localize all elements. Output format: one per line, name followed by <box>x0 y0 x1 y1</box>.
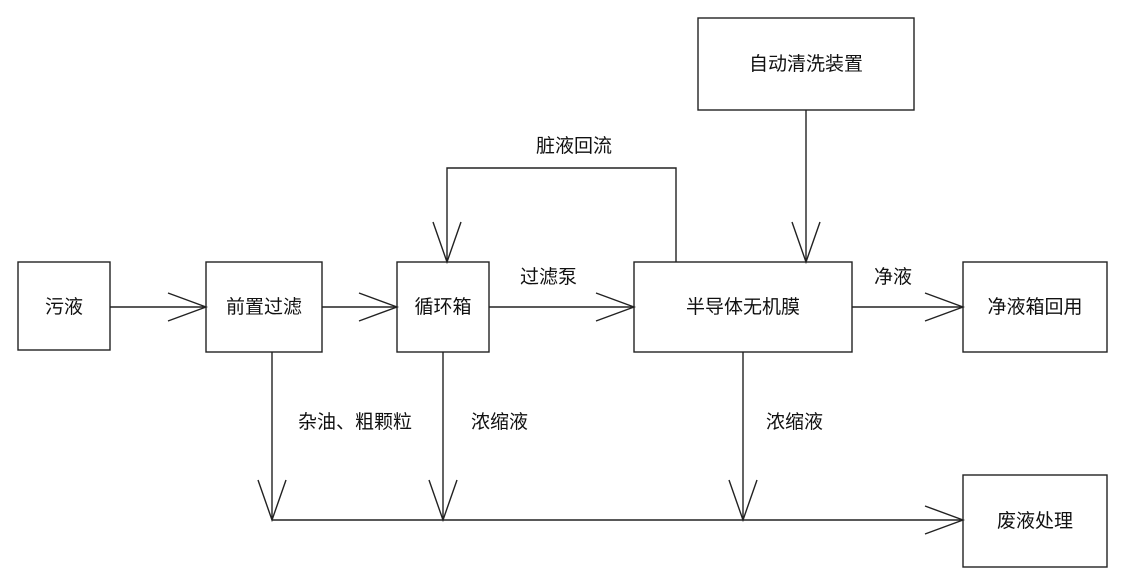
label-concentrate-2: 浓缩液 <box>766 411 823 433</box>
arrow-prefilter-to-circulation-tank <box>322 292 400 322</box>
node-sewage: 污液 <box>17 261 111 351</box>
node-sewage-label: 污液 <box>45 296 83 318</box>
node-auto-clean-label: 自动清洗装置 <box>749 53 863 75</box>
arrow-dirty-return <box>432 167 677 265</box>
node-waste-treatment-label: 废液处理 <box>997 510 1073 532</box>
node-prefilter-label: 前置过滤 <box>226 296 302 318</box>
arrow-to-waste-treatment <box>272 505 966 535</box>
arrow-prefilter-down <box>257 352 287 523</box>
label-dirty-return: 脏液回流 <box>536 135 612 157</box>
node-auto-clean: 自动清洗装置 <box>697 17 915 111</box>
arrow-membrane-to-clean-tank <box>852 292 966 322</box>
arrow-membrane-down <box>728 352 758 523</box>
arrow-circulation-tank-down <box>428 352 458 523</box>
node-prefilter: 前置过滤 <box>205 261 323 353</box>
node-waste-treatment: 废液处理 <box>962 474 1108 568</box>
node-clean-tank: 净液箱回用 <box>962 261 1108 353</box>
node-circulation-tank: 循环箱 <box>396 261 490 353</box>
label-concentrate-1: 浓缩液 <box>471 411 528 433</box>
label-clean-liquid: 净液 <box>874 266 912 288</box>
node-membrane-label: 半导体无机膜 <box>686 296 800 318</box>
arrow-auto-clean-to-membrane <box>791 110 821 265</box>
node-membrane: 半导体无机膜 <box>633 261 853 353</box>
node-circulation-tank-label: 循环箱 <box>414 296 471 318</box>
label-oil-particles: 杂油、粗颗粒 <box>298 411 412 433</box>
arrow-sewage-to-prefilter <box>110 292 209 322</box>
arrow-circulation-tank-to-membrane <box>489 292 637 322</box>
label-filter-pump: 过滤泵 <box>520 266 577 288</box>
node-clean-tank-label: 净液箱回用 <box>987 296 1082 318</box>
